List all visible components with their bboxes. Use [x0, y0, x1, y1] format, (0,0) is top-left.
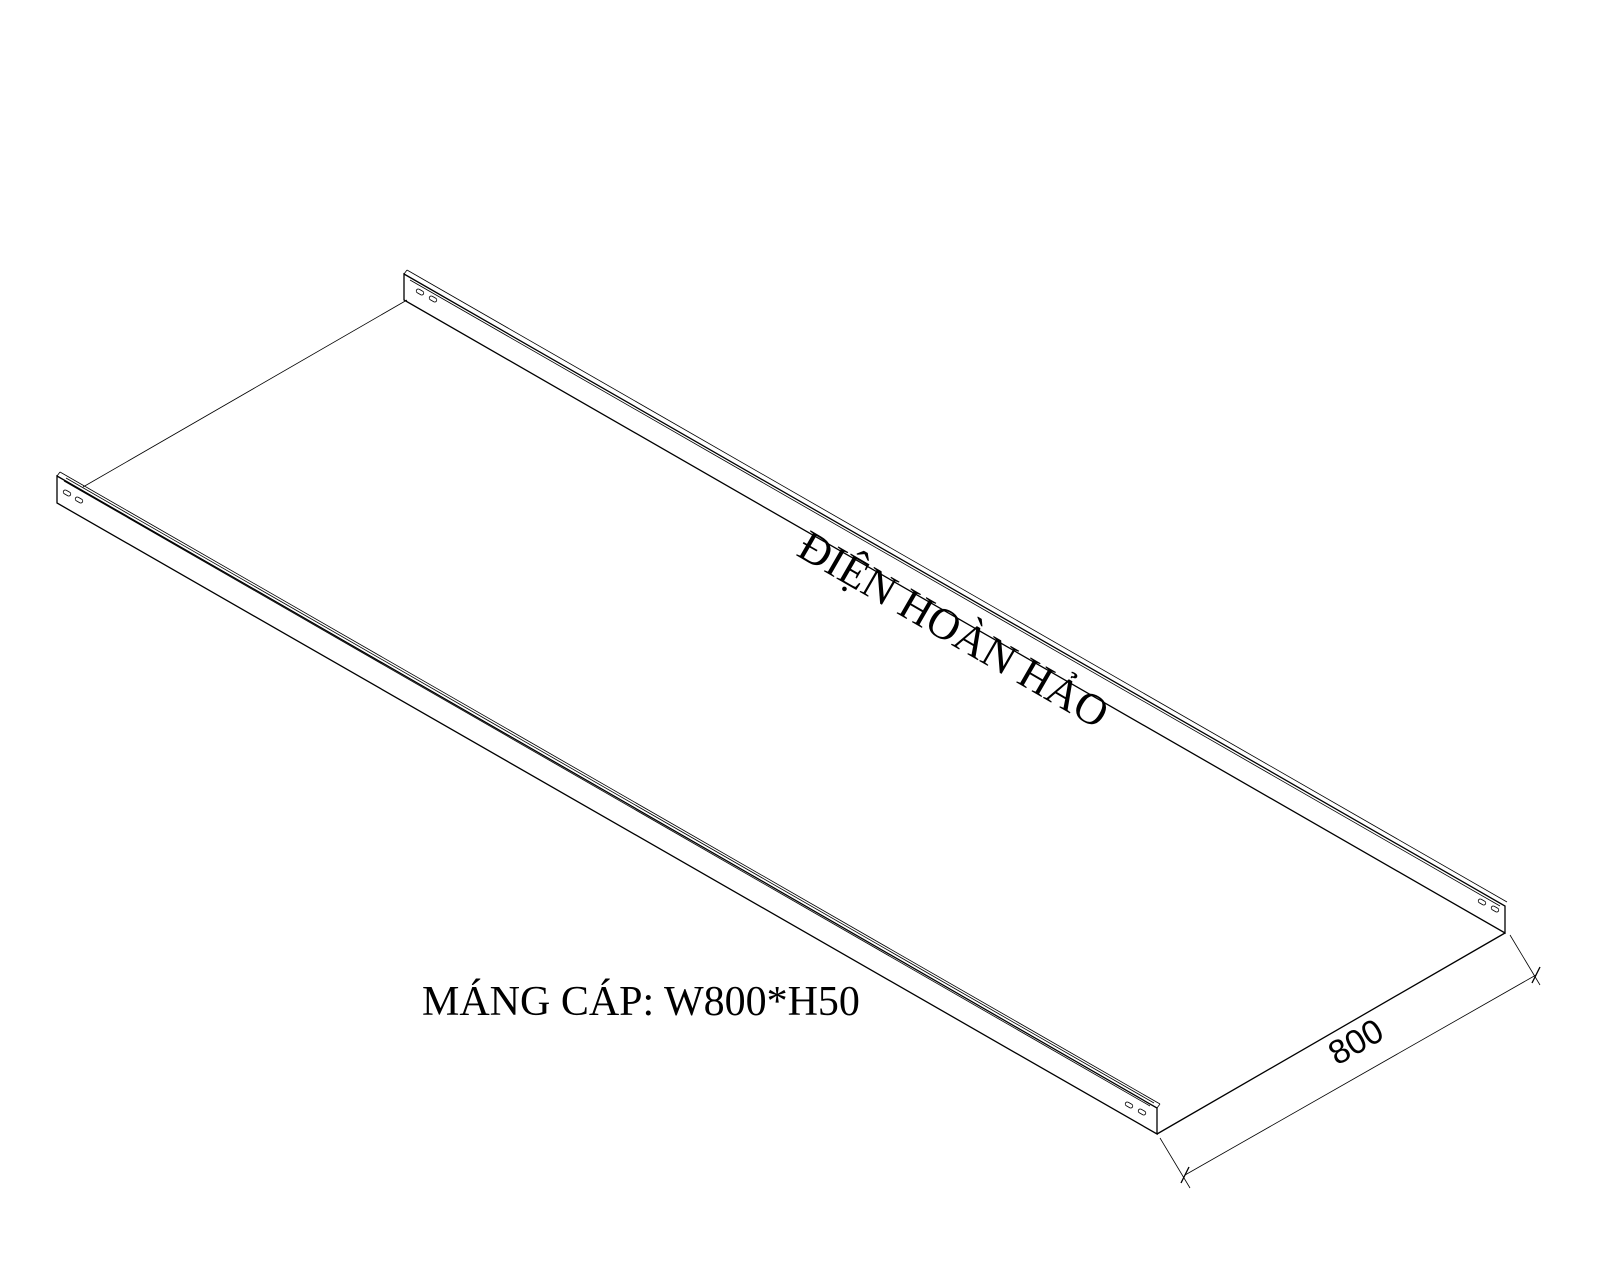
front-rail [56, 471, 1161, 1136]
dimension-line [1159, 934, 1541, 1189]
tray-floor-edges [82, 299, 1506, 1135]
spec-label: MÁNG CÁP: W800*H50 [422, 979, 860, 1025]
